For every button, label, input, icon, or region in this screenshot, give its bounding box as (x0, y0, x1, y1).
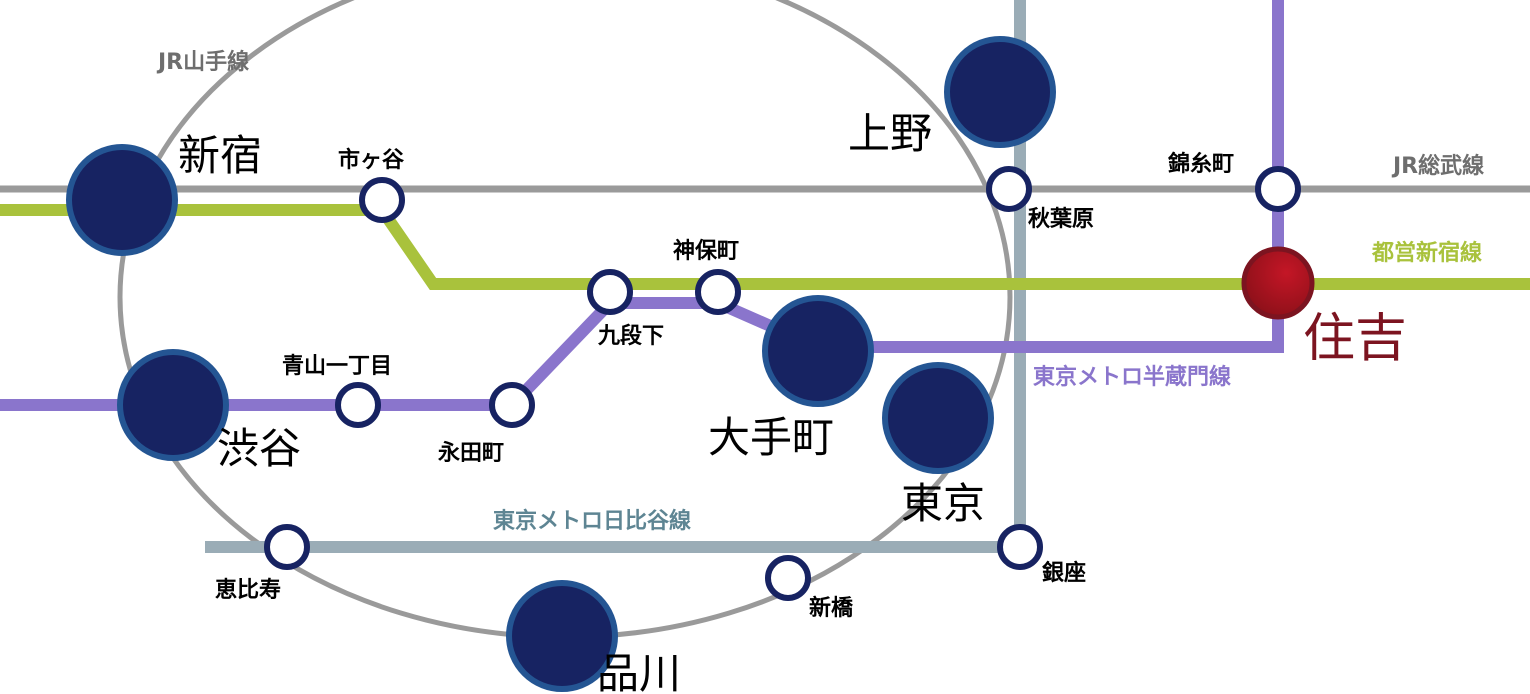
shimbashi-label: 新橋 (809, 595, 854, 621)
yamanote-label: JR山手線 (156, 49, 249, 75)
hanzomon-label: 東京メトロ半蔵門線 (1033, 364, 1231, 390)
station-aoyama-itchome[interactable] (335, 382, 381, 428)
station-shibuya[interactable] (117, 349, 229, 461)
shinagawa-label: 品川 (597, 649, 681, 694)
ebisu-label: 恵比寿 (215, 577, 281, 603)
station-otemachi[interactable] (762, 295, 874, 407)
sobu-label: JR総武線 (1391, 153, 1484, 179)
station-nagatacho[interactable] (489, 382, 535, 428)
ichigaya-label: 市ヶ谷 (338, 147, 405, 173)
station-tokyo[interactable] (882, 362, 994, 474)
station-sumiyoshi[interactable] (1241, 246, 1315, 320)
kudanshita-label: 九段下 (597, 323, 664, 349)
toei-shinjuku-label: 都営新宿線 (1371, 240, 1482, 266)
station-kinshicho[interactable] (1255, 166, 1301, 212)
station-ginza[interactable] (997, 524, 1043, 570)
station-akihabara[interactable] (986, 166, 1032, 212)
akihabara-label: 秋葉原 (1028, 207, 1094, 232)
toei-shinjuku-line (0, 204, 1530, 290)
ginza-label: 銀座 (1042, 560, 1086, 586)
hibiya-label: 東京メトロ日比谷線 (493, 508, 691, 534)
jimbocho-label: 神保町 (673, 238, 739, 264)
shibuya-label: 渋谷 (217, 424, 301, 473)
sumiyoshi-label: 住吉 (1303, 309, 1407, 369)
station-ebisu[interactable] (264, 524, 310, 570)
aoyama-itchome-label: 青山一丁目 (282, 354, 392, 379)
nagatacho-label: 永田町 (438, 440, 504, 466)
otemachi-label: 大手町 (708, 413, 834, 462)
station-shinjuku[interactable] (66, 144, 178, 256)
station-kudanshita[interactable] (587, 269, 633, 315)
kinshicho-label: 錦糸町 (1168, 151, 1234, 177)
station-shimbashi[interactable] (765, 555, 811, 601)
station-ueno[interactable] (944, 36, 1056, 148)
ueno-label: 上野 (848, 109, 932, 158)
station-ichigaya[interactable] (359, 177, 405, 223)
station-shinagawa[interactable] (506, 580, 618, 692)
station-jimbocho[interactable] (695, 269, 741, 315)
tokyo-label: 東京 (901, 479, 985, 528)
shinjuku-label: 新宿 (178, 131, 262, 180)
